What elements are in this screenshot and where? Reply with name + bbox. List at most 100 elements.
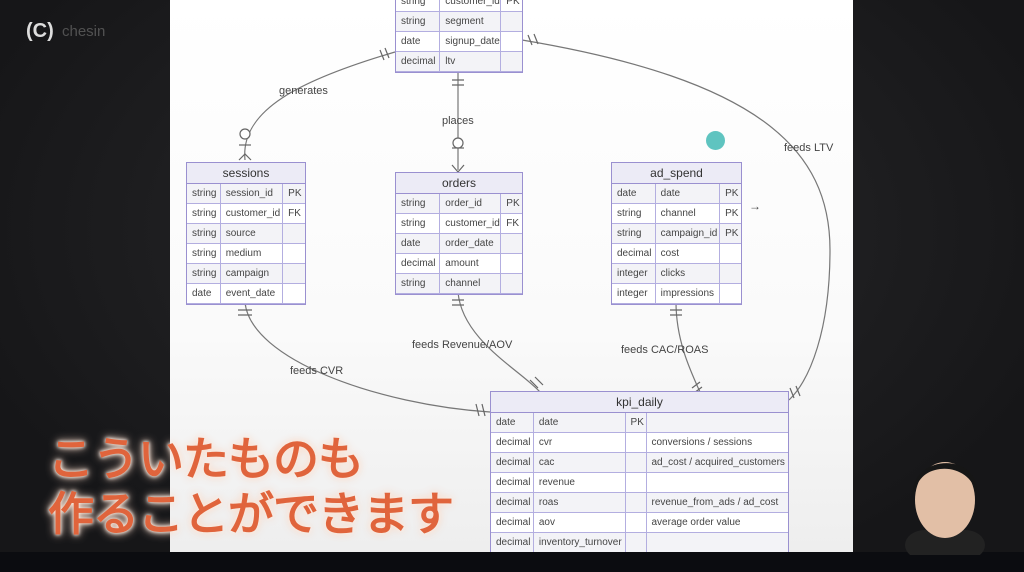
field-name: amount (440, 254, 502, 273)
field-type: date (491, 413, 534, 432)
field-key (283, 224, 305, 243)
field-key (720, 264, 741, 283)
field-type: string (396, 0, 441, 11)
field-key (283, 244, 305, 263)
field-type: integer (612, 264, 656, 283)
table-title: sessions (187, 163, 305, 184)
field-key: FK (288, 208, 301, 219)
field-note: conversions / sessions (651, 437, 753, 448)
field-key (283, 284, 305, 303)
table-title: ad_spend (612, 163, 741, 184)
field-name: inventory_turnover (534, 533, 626, 552)
channel-logo-text: chesin (62, 23, 106, 40)
field-name: customer_id (440, 214, 502, 233)
field-key (626, 433, 647, 452)
field-name: segment (440, 12, 502, 31)
relation-label-feeds-cvr: feeds CVR (290, 365, 344, 377)
relation-label-generates: generates (279, 85, 328, 97)
field-name: channel (440, 274, 502, 293)
relation-label-places: places (442, 115, 474, 127)
field-type: string (187, 184, 221, 203)
line-customers-sessions (244, 51, 396, 161)
field-type: date (187, 284, 221, 303)
field-name: customer_id (221, 204, 284, 223)
field-type: string (396, 214, 441, 233)
field-name: session_id (221, 184, 284, 203)
relation-label-feeds-revenue: feeds Revenue/AOV (412, 339, 513, 351)
field-note: ad_cost / acquired_customers (651, 457, 785, 468)
field-type: string (187, 224, 221, 243)
field-key (720, 284, 741, 303)
field-type: string (396, 12, 441, 31)
cursor-dot (706, 131, 725, 150)
field-type: string (187, 204, 221, 223)
field-type: decimal (396, 52, 441, 71)
field-key: PK (626, 413, 647, 432)
field-type: decimal (491, 493, 534, 512)
field-name: signup_date (440, 32, 502, 51)
table-title: orders (396, 173, 522, 194)
field-type: decimal (491, 533, 534, 552)
line-orders-kpi (457, 291, 541, 393)
field-key (501, 52, 522, 71)
field-type: decimal (491, 453, 534, 472)
arrow-icon: → (749, 199, 761, 213)
relation-label-feeds-ltv: feeds LTV (784, 142, 834, 154)
field-name: revenue (534, 473, 626, 492)
subtitle-line-2: 作ることができます (48, 487, 454, 541)
field-type: date (396, 32, 441, 51)
field-key: PK (725, 228, 739, 239)
field-key: PK (725, 208, 739, 219)
field-key (626, 473, 647, 492)
field-type: decimal (491, 473, 534, 492)
field-type: string (396, 194, 441, 213)
field-name: clicks (656, 264, 721, 283)
subtitle-line-1: こういたものも (48, 432, 364, 486)
field-key (720, 244, 741, 263)
field-type: date (612, 184, 656, 203)
field-key: PK (506, 0, 520, 7)
line-adspend-kpi (675, 301, 701, 393)
field-key (501, 234, 522, 253)
table-title: kpi_daily (491, 392, 788, 413)
field-note: average order value (651, 517, 741, 528)
field-key (626, 493, 647, 512)
field-type: date (396, 234, 441, 253)
bottom-bar (0, 552, 1024, 572)
field-key: PK (506, 198, 520, 209)
field-note (647, 413, 789, 432)
field-name: channel (656, 204, 721, 223)
field-key (501, 254, 522, 273)
field-name: impressions (656, 284, 721, 303)
field-type: string (187, 264, 221, 283)
field-key (501, 12, 522, 31)
field-name: event_date (221, 284, 284, 303)
